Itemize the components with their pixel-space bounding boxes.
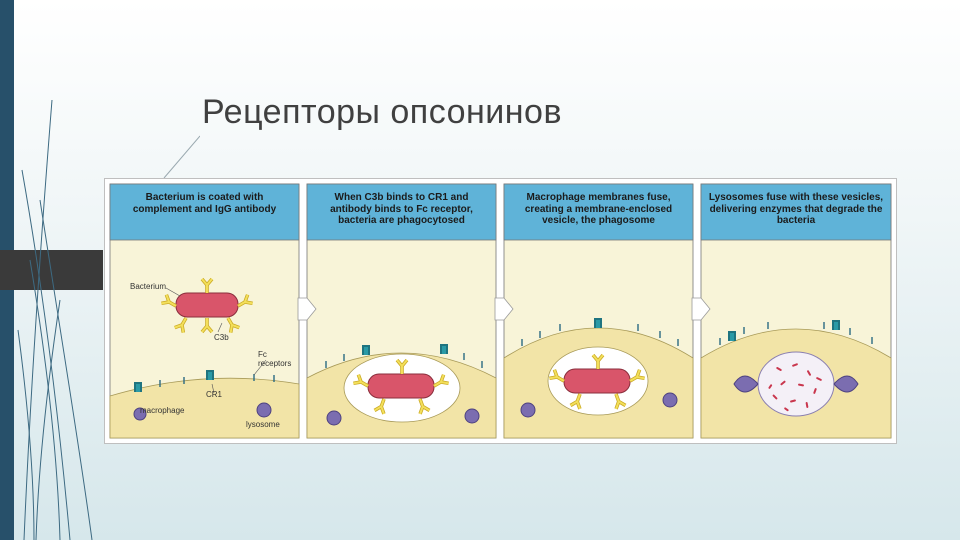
panel-3-caption: Macrophage membranes fuse, creating a me… [524,192,673,226]
bacterium-label: Bacterium [130,282,167,291]
macrophage-label: macrophage [140,406,185,415]
panel-2-caption: When C3b binds to CR1 and antibody binds… [330,192,473,226]
panel-2 [306,183,497,439]
panel-4-caption: Lysosomes fuse with these vesicles, deli… [708,192,884,226]
fc-receptors-label: Fc receptors [258,350,292,368]
slide-title: Рецепторы опсонинов [202,93,563,131]
panel-1-caption: Bacterium is coated with complement and … [132,192,277,215]
panel-3 [503,183,694,439]
cr1-label: CR1 [206,390,223,399]
phagocytosis-diagram: Bacterium is coated with complement and … [104,178,897,444]
c3b-label: C3b [214,333,229,342]
panel-1 [109,183,300,439]
dark-accent-tab [0,250,103,290]
decorative-lines [17,99,200,540]
lysosome-label: lysosome [246,420,280,429]
step-arrows [297,297,711,321]
panel-4 [700,183,892,439]
